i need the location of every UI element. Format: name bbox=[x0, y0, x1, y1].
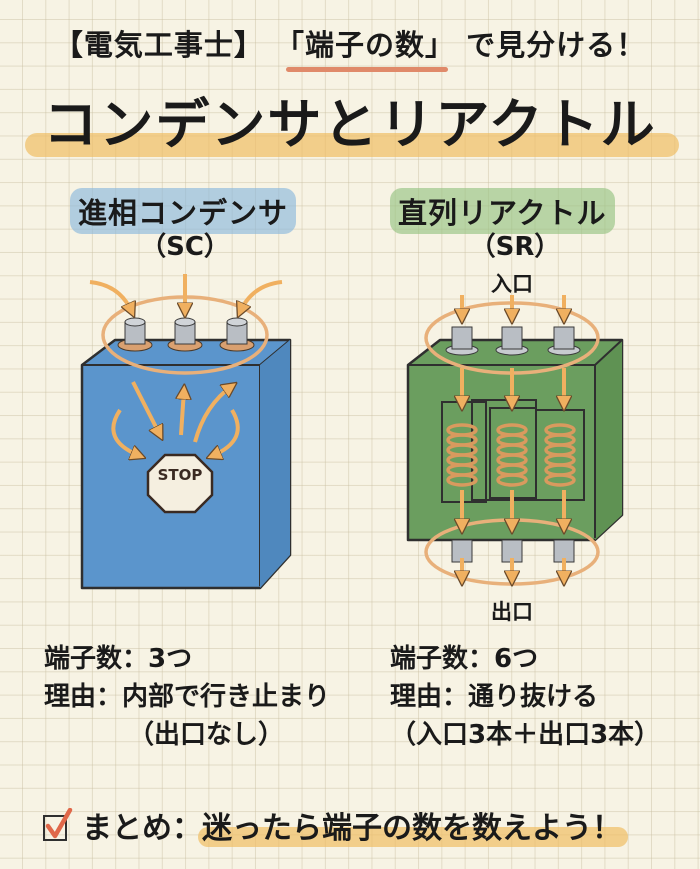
reactor-reason: 理由：通り抜ける bbox=[390, 682, 599, 712]
capacitor-reason-note: （出口なし） bbox=[128, 720, 285, 750]
capacitor-terminals bbox=[117, 317, 255, 352]
capacitor-reason: 理由：内部で行き止まり bbox=[44, 682, 331, 712]
reactor-illustration bbox=[406, 295, 624, 600]
summary: まとめ： 迷ったら端子の数を数えよう！ bbox=[42, 803, 628, 847]
capacitor-abbr: （SC） bbox=[140, 232, 230, 262]
reactor-output-label: 出口 bbox=[491, 600, 533, 624]
capacitor-illustration bbox=[80, 274, 292, 590]
reactor-input-terminals bbox=[445, 326, 581, 356]
summary-highlight: 迷ったら端子の数を数えよう！ bbox=[198, 803, 628, 847]
capacitor-name: 進相コンデンサ bbox=[70, 188, 297, 234]
subtitle-prefix: 【電気工事士】 bbox=[53, 28, 264, 62]
title-wrap: コンデンサとリアクトル bbox=[0, 80, 700, 159]
reactor-abbr: （SR） bbox=[469, 232, 561, 262]
reactor-terminal-count: 端子数：6つ bbox=[390, 644, 539, 674]
subtitle-suffix: で見分ける！ bbox=[466, 28, 647, 62]
reactor-input-label: 入口 bbox=[491, 272, 533, 296]
subtitle-highlight: 「端子の数」 bbox=[275, 22, 455, 72]
checkbox-checked-icon bbox=[43, 808, 73, 841]
reactor-reason-note: （入口3本＋出口3本） bbox=[390, 720, 661, 750]
reactor-info: 端子数：6つ 理由：通り抜ける （入口3本＋出口3本） bbox=[390, 640, 660, 754]
stop-sign: STOP bbox=[157, 466, 203, 484]
reactor-name: 直列リアクトル bbox=[390, 188, 615, 234]
reactor-coils bbox=[446, 423, 576, 487]
capacitor-terminal-count: 端子数：3つ bbox=[44, 644, 193, 674]
subtitle: 【電気工事士】 「端子の数」 で見分ける！ bbox=[0, 22, 700, 72]
capacitor-info: 端子数：3つ 理由：内部で行き止まり （出口なし） bbox=[44, 640, 330, 754]
page-title: コンデンサとリアクトル bbox=[25, 80, 679, 159]
summary-prefix: まとめ： bbox=[82, 811, 202, 846]
